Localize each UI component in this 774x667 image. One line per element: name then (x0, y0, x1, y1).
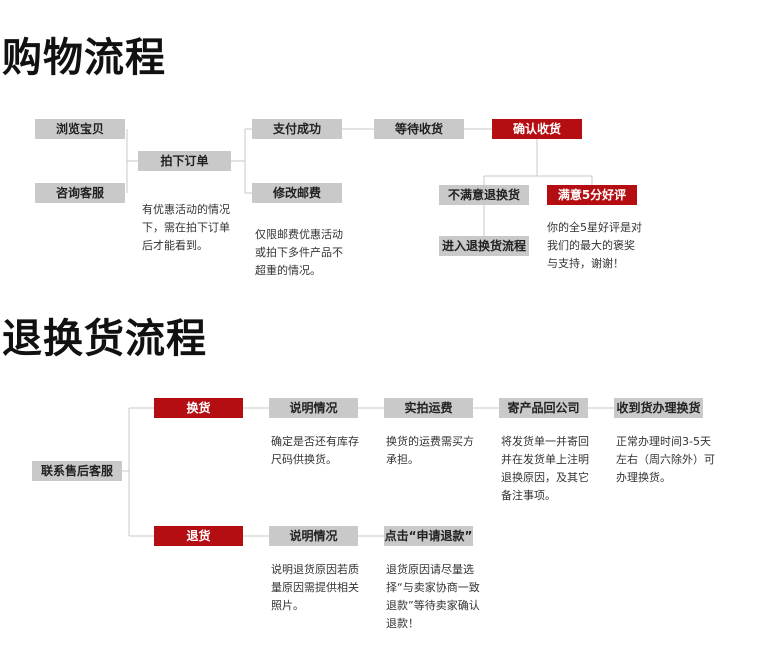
note-satisfied: 你的全5星好评是对我们的最大的褒奖与支持，谢谢！ (547, 221, 642, 270)
step-exchange: 换货 (154, 398, 243, 418)
note-postage: 仅限邮费优惠活动或拍下多件产品不超重的情况。 (255, 228, 343, 277)
step-await-receipt: 等待收货 (374, 119, 464, 139)
step-apply-refund: 点击“申请退款” (384, 526, 473, 546)
step-unsatisfied: 不满意退换货 (439, 185, 529, 205)
note-refund-explain: 说明退货原因若质量原因需提供相关照片。 (271, 563, 359, 612)
step-photo-postage: 实拍运费 (384, 398, 473, 418)
step-refund-explain: 说明情况 (269, 526, 358, 546)
return-flow-title: 退换货流程 (2, 316, 207, 362)
step-exchange-explain: 说明情况 (269, 398, 358, 418)
step-order: 拍下订单 (138, 151, 231, 171)
note-order: 有优惠活动的情况下，需在拍下订单后才能看到。 (142, 203, 230, 252)
step-send-back: 寄产品回公司 (499, 398, 588, 418)
step-confirm-receipt: 确认收货 (492, 119, 582, 139)
step-satisfied: 满意5分好评 (547, 185, 637, 205)
step-browse: 浏览宝贝 (35, 119, 125, 139)
step-consult: 咨询客服 (35, 183, 125, 203)
step-refund: 退货 (154, 526, 243, 546)
note-process-exchange: 正常办理时间3-5天左右（周六除外）可办理换货。 (616, 435, 715, 484)
purchase-flow-title: 购物流程 (2, 35, 166, 81)
note-apply-refund: 退货原因请尽量选择“与卖家协商一致退款”等待卖家确认退款！ (386, 563, 480, 630)
step-process-exchange: 收到货办理换货 (614, 398, 703, 418)
step-contact-service: 联系售后客服 (32, 461, 122, 481)
step-paid: 支付成功 (252, 119, 342, 139)
note-exchange-explain: 确定是否还有库存尺码供换货。 (271, 435, 359, 466)
step-modify-postage: 修改邮费 (252, 183, 342, 203)
note-send-back: 将发货单一并寄回并在发货单上注明退换原因，及其它备注事项。 (501, 435, 589, 502)
step-enter-return-flow: 进入退换货流程 (439, 236, 529, 256)
note-photo-postage: 换货的运费需买方承担。 (386, 435, 474, 466)
